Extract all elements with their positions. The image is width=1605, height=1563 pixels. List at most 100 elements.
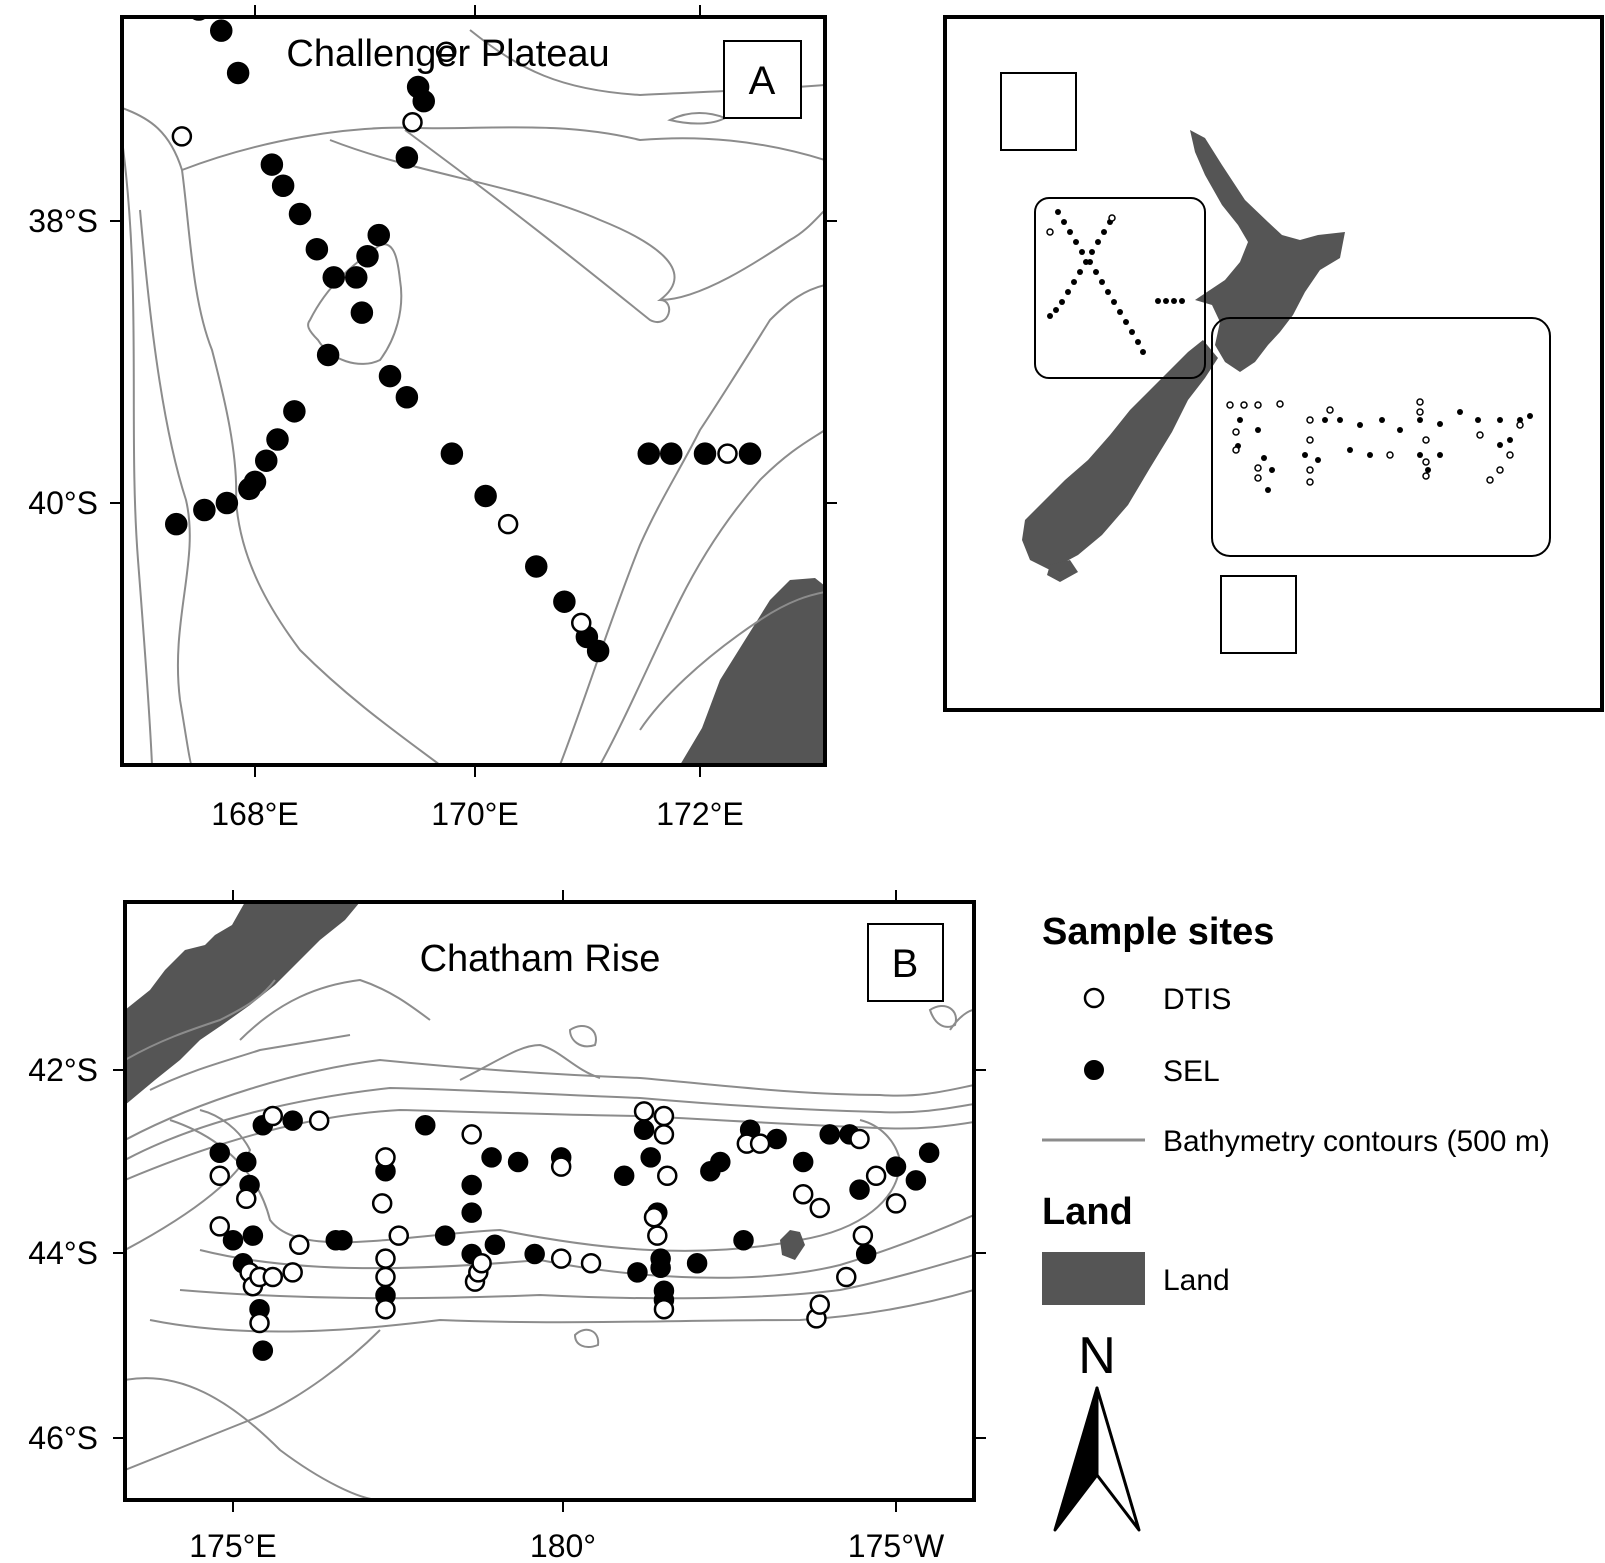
- challenger-sample-sites: [165, 17, 762, 663]
- sel-sample-site: [792, 1151, 814, 1173]
- dtis-sample-site: [375, 1248, 396, 1269]
- chatham-islands-land: [780, 1230, 805, 1260]
- chatham-rise-panel: 175°E 180° 175°W 42°S 44°S 46°S Chatham …: [28, 890, 986, 1563]
- sel-sample-site: [627, 1262, 648, 1283]
- dtis-sample-site: [885, 1193, 907, 1214]
- sel-sample-site: [238, 477, 261, 501]
- sel-sample-site: [415, 1114, 436, 1136]
- chatham-y-tick-42: 42°S: [28, 1052, 98, 1088]
- sel-sample-site: [918, 1142, 940, 1164]
- map-legend: Sample sites DTIS SEL Bathymetry contour…: [1042, 911, 1550, 1532]
- sel-sample-site: [461, 1174, 482, 1196]
- sel-sample-site: [255, 449, 278, 472]
- dtis-sample-site: [633, 1101, 655, 1122]
- sel-sample-site: [633, 1119, 655, 1141]
- dtis-sample-site: [836, 1266, 857, 1288]
- sel-sample-site: [412, 89, 435, 113]
- chatham-axis-ticks: [113, 890, 986, 1512]
- dtis-sample-site: [809, 1197, 831, 1219]
- chatham-panel-title: Chatham Rise: [420, 938, 661, 980]
- stewart-island-land: [1047, 560, 1078, 582]
- dtis-sample-site: [647, 1225, 668, 1246]
- sel-sample-site: [461, 1202, 482, 1223]
- sel-sample-site: [686, 1252, 708, 1274]
- chatham-panel-label: B: [892, 942, 919, 986]
- dtis-sample-site: [717, 443, 738, 464]
- dtis-sample-site: [653, 1298, 675, 1320]
- sel-sample-site: [440, 442, 464, 465]
- north-island-land: [1190, 130, 1345, 372]
- sel-sample-site: [242, 1225, 264, 1246]
- sel-sample-site: [305, 237, 329, 261]
- challenger-x-tick-172: 172°E: [656, 796, 744, 832]
- dtis-sample-site: [209, 1165, 230, 1187]
- challenger-x-tick-170: 170°E: [431, 796, 519, 832]
- sel-sample-site: [209, 1142, 230, 1164]
- dtis-sample-site: [550, 1248, 572, 1269]
- dtis-sample-site: [571, 612, 592, 634]
- sel-sample-site: [210, 19, 233, 42]
- legend-land-swatch: [1042, 1252, 1145, 1305]
- sel-sample-site: [733, 1229, 754, 1251]
- legend-dtis-symbol: [1083, 987, 1105, 1009]
- sel-sample-site: [586, 639, 610, 663]
- dtis-sample-site: [371, 1193, 393, 1214]
- chatham-sample-sites: [209, 1101, 940, 1361]
- legend-sel-label: SEL: [1163, 1055, 1220, 1088]
- dtis-sample-site: [653, 1124, 675, 1145]
- sel-sample-site: [885, 1156, 907, 1177]
- dtis-sample-site: [436, 41, 457, 63]
- sel-sample-site: [553, 590, 576, 613]
- chatham-map-frame: [123, 900, 976, 1502]
- sel-sample-site: [766, 1128, 787, 1150]
- sel-sample-site: [640, 1147, 661, 1168]
- challenger-map-frame: [120, 15, 827, 767]
- chatham-y-tick-46: 46°S: [28, 1420, 98, 1456]
- chatham-y-tick-44: 44°S: [28, 1235, 98, 1271]
- overview-sites-b: [1226, 398, 1533, 493]
- challenger-x-tick-168: 168°E: [211, 796, 299, 832]
- overview-dtis-a: [1108, 214, 1116, 222]
- dtis-sample-site: [262, 1105, 284, 1127]
- legend-dtis-label: DTIS: [1163, 983, 1231, 1016]
- legend-sample-sites-title: Sample sites: [1042, 911, 1274, 953]
- sel-sample-site: [738, 442, 762, 465]
- challenger-bathymetry-contours: [122, 29, 825, 765]
- overview-map-panel: [943, 15, 1604, 712]
- dtis-sample-site: [852, 1225, 874, 1246]
- dtis-sample-site: [375, 1147, 396, 1168]
- sel-sample-site: [193, 498, 216, 522]
- overview-dtis-a: [1046, 228, 1054, 236]
- sel-sample-site: [819, 1124, 840, 1145]
- north-arrow-label: N: [1078, 1327, 1116, 1385]
- dtis-sample-site: [550, 1156, 572, 1177]
- dtis-sample-site: [171, 126, 193, 147]
- sel-sample-site: [650, 1257, 671, 1279]
- challenger-y-tick-38: 38°S: [28, 203, 98, 239]
- dtis-sample-site: [282, 1262, 303, 1283]
- south-island-land: [1022, 340, 1218, 570]
- dtis-sample-site: [792, 1183, 814, 1205]
- sel-sample-site: [434, 1225, 456, 1246]
- sel-sample-site: [710, 1151, 731, 1173]
- overview-box-label-a-frame: [1000, 72, 1077, 151]
- sel-sample-site: [849, 1179, 870, 1200]
- dtis-sample-site: [236, 1188, 257, 1210]
- dtis-sample-site: [865, 1165, 887, 1187]
- dtis-sample-site: [653, 1105, 675, 1127]
- sel-sample-site: [350, 301, 374, 324]
- sel-sample-site: [165, 512, 188, 536]
- dtis-sample-site: [580, 1252, 602, 1274]
- chatham-x-tick-175e: 175°E: [189, 1528, 277, 1563]
- overview-sites-a: [1047, 209, 1185, 355]
- dtis-sample-site: [497, 513, 519, 535]
- sel-sample-site: [271, 174, 295, 197]
- sel-sample-site: [378, 364, 402, 388]
- challenger-axis-ticks: [110, 5, 837, 777]
- dtis-sample-site: [402, 112, 423, 133]
- sel-sample-site: [395, 386, 419, 409]
- sel-sample-site: [693, 442, 717, 465]
- legend-bathymetry-label: Bathymetry contours (500 m): [1163, 1125, 1550, 1158]
- sel-sample-site: [236, 1151, 257, 1173]
